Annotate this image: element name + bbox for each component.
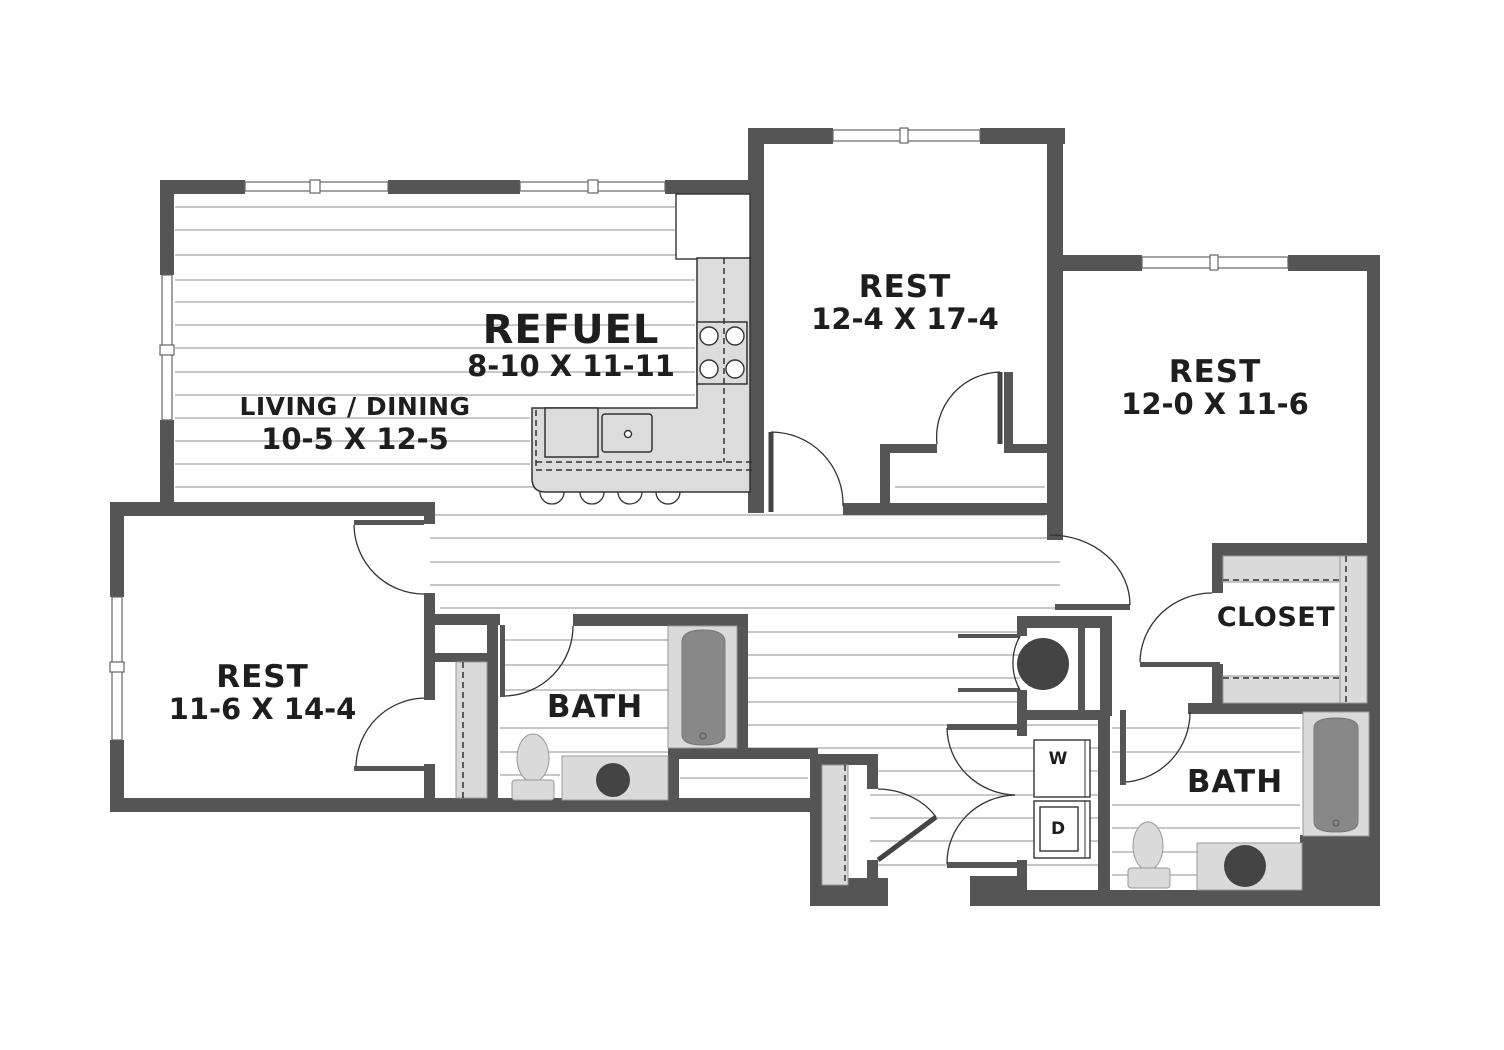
room-label-closet: CLOSET	[1216, 602, 1336, 633]
kitchen-counter	[531, 193, 760, 505]
room-label-rest-top: REST 12-4 X 17-4	[790, 272, 1020, 334]
dryer-label: D	[1050, 819, 1066, 839]
washer-label: W	[1048, 749, 1068, 769]
room-label-bath-right: BATH	[1186, 764, 1284, 800]
room-dimensions: 10-5 X 12-5	[261, 422, 449, 456]
water-heater	[1017, 638, 1069, 690]
room-label-rest-right: REST 12-0 X 11-6	[1100, 357, 1330, 419]
room-dimensions: 12-4 X 17-4	[811, 302, 999, 336]
doors	[353, 371, 1213, 865]
room-dimensions: 12-0 X 11-6	[1121, 387, 1309, 421]
room-label-refuel: REFUEL 8-10 X 11-11	[466, 310, 676, 381]
room-name: REFUEL	[482, 307, 660, 353]
room-dimensions: 11-6 X 14-4	[168, 692, 357, 726]
right-bath-fixtures	[1127, 711, 1370, 891]
room-dimensions: 8-10 X 11-11	[467, 349, 675, 383]
room-label-bath-left: BATH	[546, 689, 644, 725]
closet-shelving	[455, 555, 1368, 886]
room-name: REST	[858, 269, 952, 305]
room-name: REST	[1168, 354, 1262, 390]
windows	[109, 127, 1289, 741]
room-label-living-dining: LIVING / DINING 10-5 X 12-5	[200, 394, 510, 454]
room-name: LIVING / DINING	[239, 392, 471, 421]
room-name: REST	[216, 659, 309, 695]
washer-dryer	[1033, 739, 1091, 859]
room-label-rest-left: REST 11-6 X 14-4	[140, 662, 385, 724]
left-bath-fixtures	[511, 625, 738, 801]
